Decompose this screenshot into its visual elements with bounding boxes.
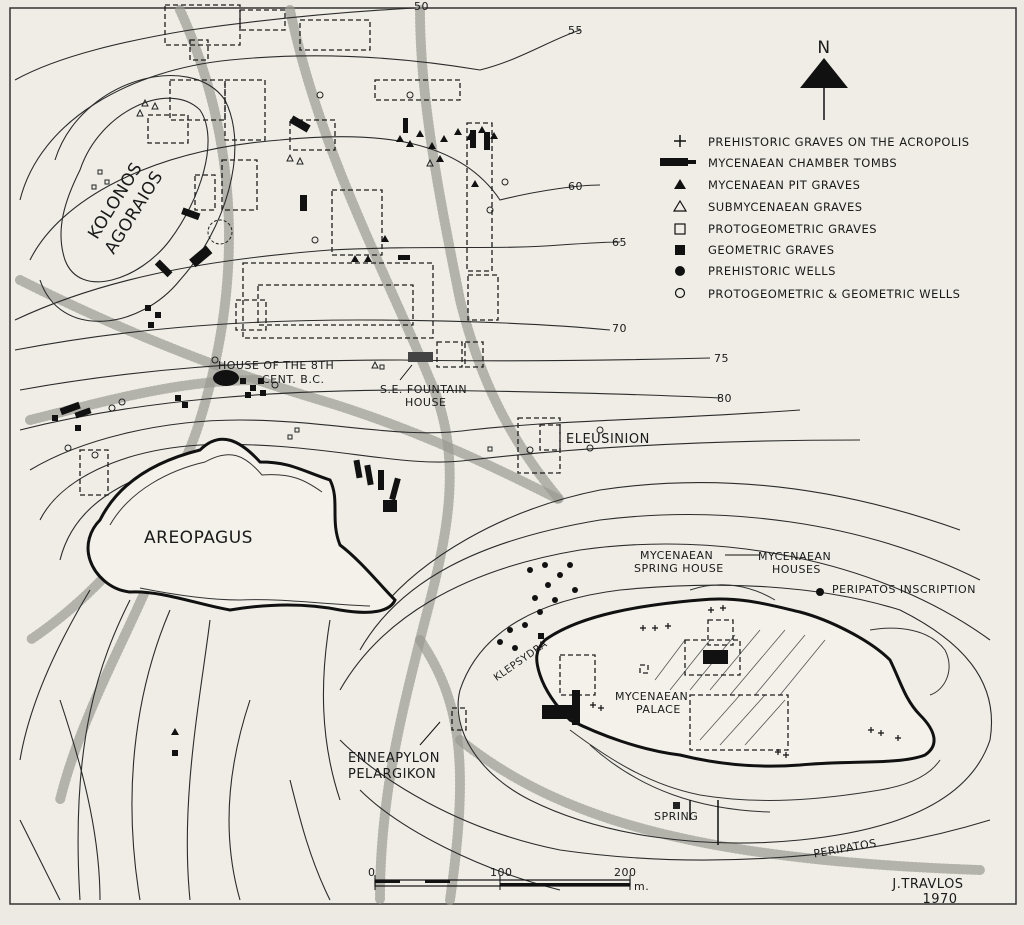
legend-label: MYCENAEAN CHAMBER TOMBS: [708, 156, 897, 170]
legend-label: GEOMETRIC GRAVES: [708, 243, 835, 257]
scale-zero-label: 0: [368, 866, 376, 879]
houses-label-2: HOUSES: [772, 563, 821, 576]
open-find-markers: [64, 91, 604, 459]
contour-label-60: 60: [568, 180, 583, 193]
find-markers: [52, 115, 824, 756]
areopagus-label: AREOPAGUS: [144, 528, 253, 548]
acropolis-rock: [457, 584, 992, 845]
houses-label: MYCENAEAN: [758, 550, 831, 563]
circle-filled-icon: [675, 266, 685, 276]
agora-buildings: [79, 4, 561, 731]
triangle-filled-icon: [674, 179, 686, 189]
tomb-icon: [660, 158, 696, 166]
north-arrow: N: [800, 38, 848, 120]
contour-labels: 50 55 60 65 70 75 80: [414, 0, 732, 405]
peripatos-inscription-label: PERIPATOS INSCRIPTION: [832, 583, 976, 596]
contour-label-75: 75: [714, 352, 729, 365]
scale-unit-label: m.: [634, 880, 649, 893]
square-open-icon: [674, 223, 686, 235]
areopagus-rock: [86, 437, 397, 614]
legend-label: PROTOGEOMETRIC & GEOMETRIC WELLS: [708, 287, 960, 301]
circle-open-icon: [674, 287, 686, 299]
contour-label-70: 70: [612, 322, 627, 335]
credit-author: J.TRAVLOS: [891, 877, 963, 892]
kolonos-hill-outline: [60, 97, 209, 283]
scale-max-label: 200: [614, 866, 637, 879]
enneapylon-label: ENNEAPYLON: [348, 751, 440, 766]
square-filled-icon: [675, 245, 685, 255]
contour-label-50: 50: [414, 0, 429, 13]
credit-year: 1970: [922, 892, 957, 907]
spring-house-label: MYCENAEAN: [640, 549, 713, 562]
house-8th-label: HOUSE OF THE 8TH: [218, 359, 334, 372]
house-8th-label-2: CENT. B.C.: [262, 373, 325, 386]
legend: PREHISTORIC GRAVES ON THE ACROPOLIS MYCE…: [660, 135, 970, 301]
eleusinion-label: ELEUSINION: [566, 432, 650, 447]
legend-label: SUBMYCENAEAN GRAVES: [708, 200, 863, 214]
contour-label-55: 55: [568, 24, 583, 37]
plus-icon: [674, 135, 686, 147]
roads: [15, 5, 985, 905]
triangle-open-icon: [672, 199, 688, 212]
fountain-house-label-2: HOUSE: [405, 396, 446, 409]
spring-label: SPRING: [654, 810, 698, 823]
legend-labels: PREHISTORIC GRAVES ON THE ACROPOLIS MYCE…: [708, 135, 970, 301]
legend-label: MYCENAEAN PIT GRAVES: [708, 178, 860, 192]
north-label: N: [817, 38, 830, 58]
fountain-house-label: S.E. FOUNTAIN: [380, 383, 467, 396]
pelargikon-label: PELARGIKON: [348, 767, 436, 782]
contour-label-80: 80: [717, 392, 732, 405]
fountain-house-marker: [408, 352, 433, 362]
legend-label: PREHISTORIC WELLS: [708, 264, 836, 278]
scale-bar: 0 100 200 m.: [368, 866, 649, 893]
palace-label-2: PALACE: [636, 703, 681, 716]
palace-label: MYCENAEAN: [615, 690, 688, 703]
legend-symbols: [660, 135, 696, 299]
spring-house-label-2: SPRING HOUSE: [634, 562, 724, 575]
legend-label: PROTOGEOMETRIC GRAVES: [708, 222, 877, 236]
scale-mid-label: 100: [490, 866, 513, 879]
contour-label-65: 65: [612, 236, 627, 249]
acropolis-graves: [590, 605, 901, 758]
contour-lines: [14, 7, 991, 901]
legend-label: PREHISTORIC GRAVES ON THE ACROPOLIS: [708, 135, 970, 149]
